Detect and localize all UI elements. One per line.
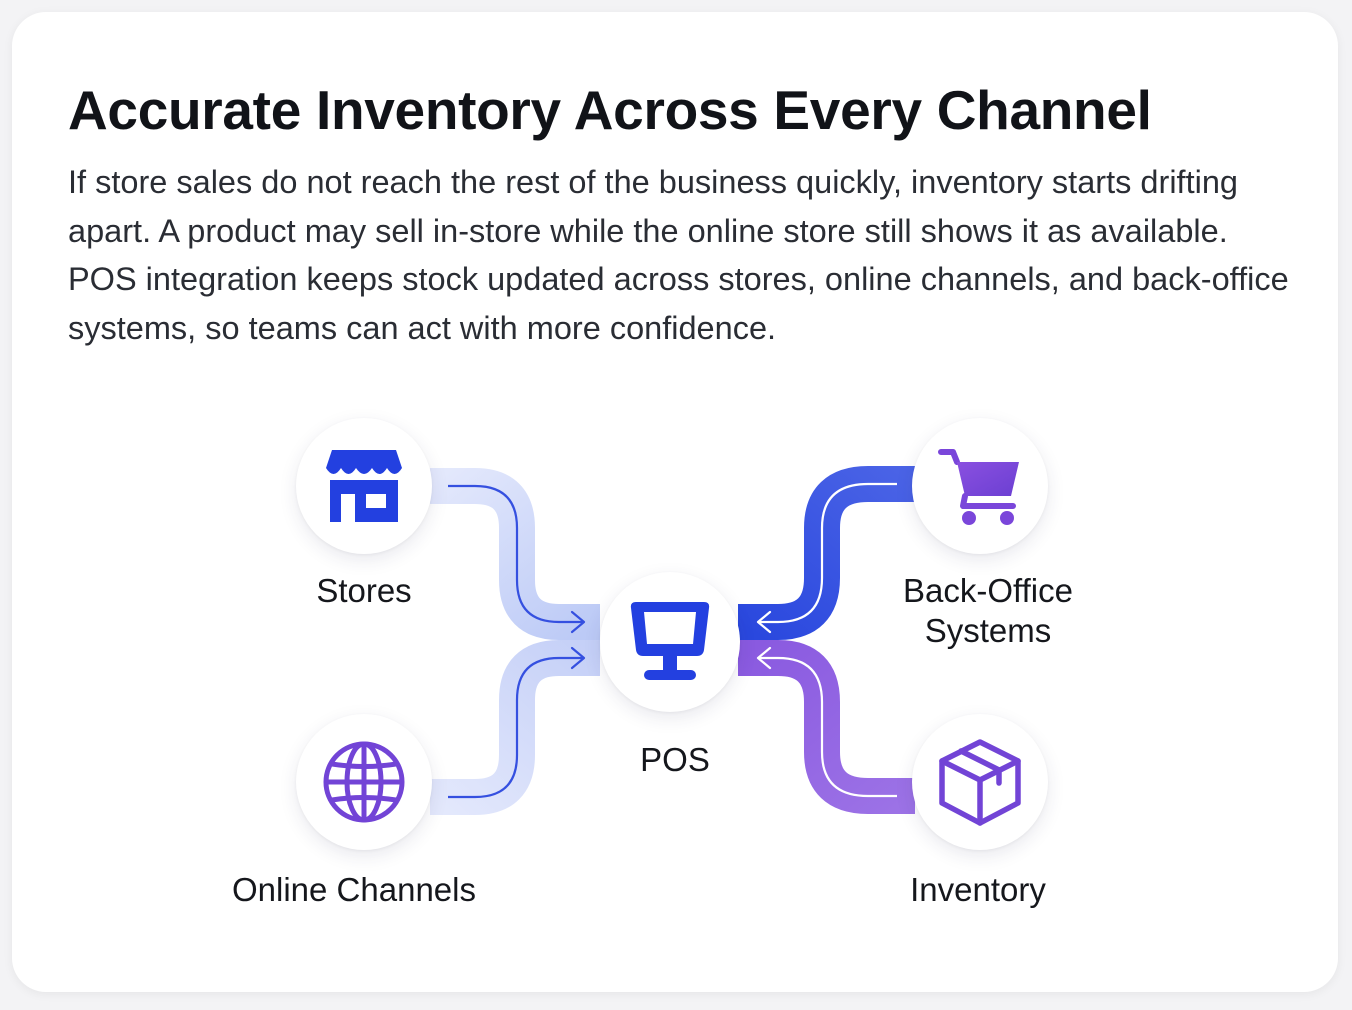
page-title: Accurate Inventory Across Every Channel	[68, 79, 1152, 141]
pos-label: POS	[640, 741, 710, 778]
pos-node	[600, 572, 740, 712]
box-icon	[939, 739, 1021, 826]
inventory-label: Inventory	[910, 871, 1046, 908]
stores-label: Stores	[316, 572, 412, 609]
online-channels-node	[296, 714, 432, 850]
online-channels-label: Online Channels	[232, 871, 476, 908]
back-office-label-line2: Systems	[924, 612, 1052, 649]
connector-online-pos	[430, 640, 600, 815]
connector-stores-pos	[430, 468, 600, 640]
card	[12, 12, 1338, 992]
stores-node	[296, 418, 432, 554]
monitor-icon	[630, 602, 710, 680]
globe-icon	[323, 741, 405, 823]
connector-backoffice-pos	[738, 466, 915, 640]
back-office-node	[912, 418, 1048, 554]
connector-inventory-pos	[738, 640, 915, 814]
shopping-cart-icon	[938, 449, 1019, 525]
back-office-label-line1: Back-Office	[903, 572, 1073, 609]
back-office-label: Back-Office Systems	[868, 571, 1108, 651]
description: If store sales do not reach the rest of …	[68, 164, 1289, 346]
storefront-icon	[326, 450, 402, 522]
inventory-node	[912, 714, 1048, 850]
